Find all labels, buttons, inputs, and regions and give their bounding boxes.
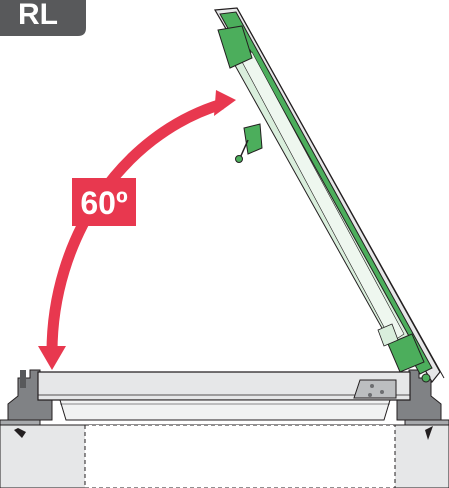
angle-label-text: 60º [80, 185, 128, 221]
badge: RL [0, 0, 86, 36]
angle-label: 60º [72, 178, 136, 226]
opened-lid [214, 7, 445, 384]
opening-angle-arrow [38, 90, 236, 370]
arrowhead-down [38, 346, 66, 370]
base-frame [7, 369, 442, 440]
badge-text: RL [18, 0, 58, 31]
arrowhead-up [214, 90, 236, 116]
curb-structure [0, 419, 449, 488]
